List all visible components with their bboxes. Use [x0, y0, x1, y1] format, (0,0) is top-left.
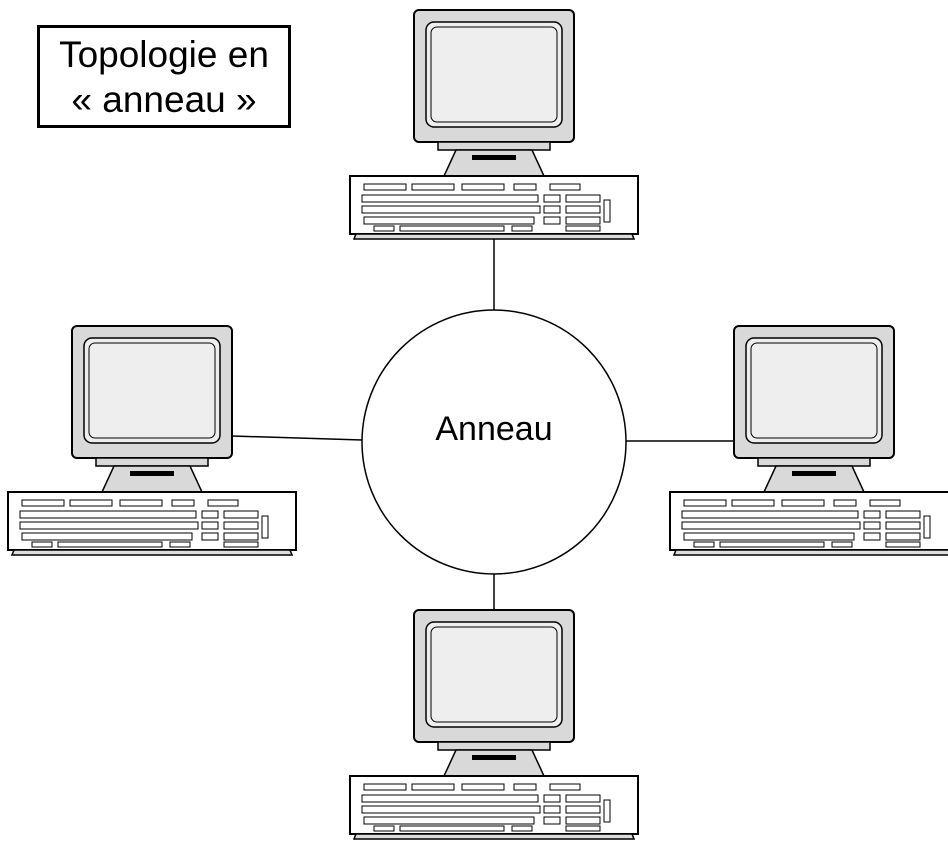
computer-left-icon	[7, 325, 297, 556]
link-left	[231, 435, 363, 441]
ring-circle	[361, 309, 627, 575]
title-line-2: « anneau »	[71, 78, 257, 120]
title-box: Topologie en « anneau »	[37, 25, 291, 128]
computer-top-icon	[349, 9, 639, 240]
ring-label: Anneau	[435, 410, 553, 448]
computer-bottom-icon	[349, 609, 639, 840]
title-line-1: Topologie en	[59, 33, 269, 75]
